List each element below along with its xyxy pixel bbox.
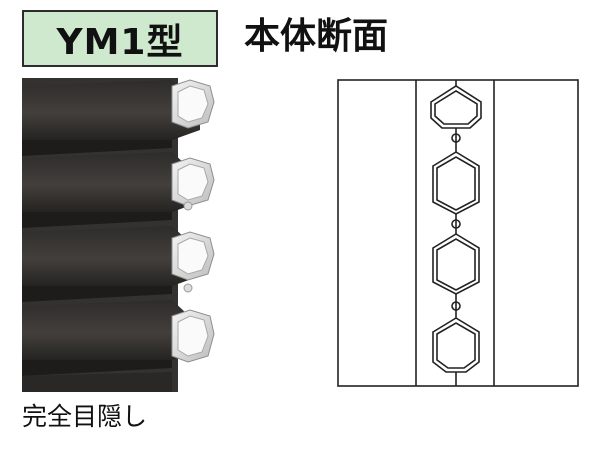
- cross-section-diagram: [337, 79, 579, 387]
- photo-caption: 完全目隠し: [22, 402, 148, 431]
- slat-profile: [432, 294, 480, 386]
- model-badge-label: YM1型: [56, 21, 184, 63]
- slat: [22, 226, 215, 302]
- section-title: 本体断面: [244, 16, 389, 57]
- slat-profile: [430, 80, 482, 129]
- frame-outline: [337, 79, 579, 387]
- slat: [22, 79, 215, 156]
- model-badge: YM1型: [22, 10, 218, 67]
- slat-profile: [432, 214, 480, 295]
- product-photo: [22, 78, 215, 392]
- slat: [22, 300, 215, 376]
- slat-profile: [432, 128, 480, 215]
- slat: [22, 152, 215, 228]
